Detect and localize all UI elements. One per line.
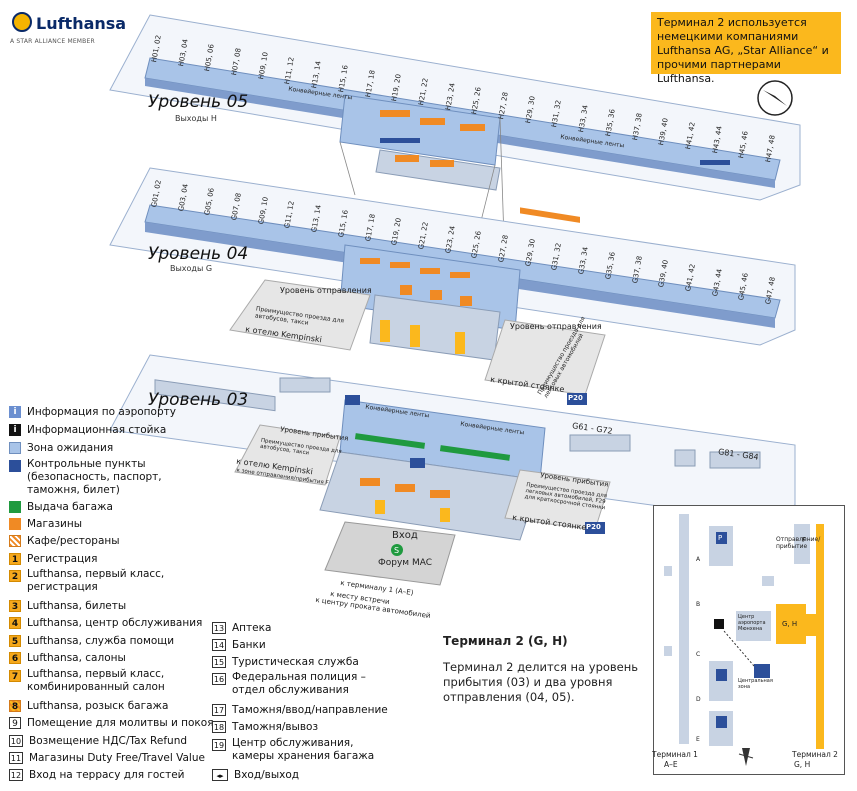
combined-lounge-icon: 7 [9, 670, 21, 682]
tickets-icon: 3 [9, 600, 21, 612]
inset-terminal1: Терминал 1 [652, 750, 698, 759]
airport-overview-inset: F Отправление/прибытие G, H Центр аэропо… [652, 505, 845, 775]
checkpoint-swatch [9, 460, 21, 472]
terminal-title: Терминал 2 (G, H) [443, 634, 568, 648]
info-blue-icon: i [9, 406, 21, 418]
arrival-road-left [234, 424, 341, 486]
inset-terminal1-gates: A–E [664, 760, 678, 769]
inset-parking: P [718, 534, 723, 542]
legend-row: Кафе/рестораны [9, 533, 120, 549]
prayer-room-icon: 9 [9, 717, 21, 729]
luggage-storage-icon: 19 [212, 739, 226, 751]
tax-refund-icon: 10 [9, 735, 23, 747]
customs-in-icon: 17 [212, 704, 226, 716]
waiting-area-swatch [9, 442, 21, 454]
terrace-icon: 12 [9, 769, 23, 781]
svg-text:S: S [394, 546, 399, 555]
checkin-icon: 1 [9, 553, 21, 565]
parking-badge-dep: P20 [568, 394, 583, 402]
help-service-icon: 5 [9, 635, 21, 647]
overview-map [664, 514, 824, 766]
federal-police-icon: 16 [212, 673, 226, 685]
inset-letter-b: B [696, 601, 701, 608]
cafe-swatch [9, 535, 21, 547]
legend-row: ◂▸Вход/выход [212, 767, 299, 783]
baggage-claim-swatch [9, 501, 21, 513]
inset-gh: G, H [782, 620, 798, 628]
level-04-title: Уровень 04 [148, 244, 249, 264]
level-05-subtitle: Выходы H [175, 114, 217, 123]
inset-letter-a: A [696, 556, 701, 563]
first-class-checkin-icon: 2 [9, 570, 21, 582]
legend-row: Магазины [9, 516, 82, 532]
departure-road-left [229, 279, 371, 351]
terminal-note: Терминал 2 используется немецкими компан… [651, 12, 841, 85]
legend-row: Зона ожидания [9, 440, 113, 456]
level-04-subtitle: Выходы G [170, 264, 213, 273]
forum-mac [324, 521, 456, 586]
tourist-service-icon: 15 [212, 656, 226, 668]
parking-badge-arr: P20 [586, 523, 601, 531]
level-03-title: Уровень 03 [148, 390, 249, 410]
inset-center: Центр аэропорта Мюнхена [738, 614, 766, 632]
pharmacy-icon: 13 [212, 622, 226, 634]
duty-free-icon: 11 [9, 752, 23, 764]
service-center-icon: 4 [9, 617, 21, 629]
lost-baggage-icon: 8 [9, 700, 21, 712]
inset-f: F [802, 536, 807, 544]
entrance-label: Вход [392, 530, 418, 541]
legend-row: Выдача багажа [9, 499, 113, 515]
entrance-exit-icon: ◂▸ [212, 769, 228, 781]
s-bahn-icon [391, 544, 403, 556]
inset-central-zone: Центральная зона [738, 678, 773, 690]
info-desk-icon: i [9, 424, 21, 436]
inset-terminal2: Терминал 2 [792, 750, 838, 759]
inset-letter-c: C [696, 651, 701, 658]
inset-terminal2-gates: G, H [794, 760, 811, 769]
brand-tagline: A STAR ALLIANCE MEMBER [10, 38, 95, 45]
inset-letter-d: D [696, 696, 701, 703]
inset-departure-arrival: Отправление/прибытие [776, 536, 821, 550]
brand-name: Lufthansa [36, 14, 127, 33]
departure-level-left: Уровень отправления [280, 286, 372, 295]
forum-label: Форум MAC [378, 558, 432, 568]
compass-north-icon [757, 80, 793, 116]
shops-swatch [9, 518, 21, 530]
lufthansa-logo-icon [12, 12, 32, 32]
legend-row: Контрольные пункты (безопасность, паспор… [9, 458, 162, 498]
departure-level-right: Уровень отправления [510, 322, 602, 331]
lounge-icon: 6 [9, 652, 21, 664]
bank-icon: 14 [212, 639, 226, 651]
customs-out-icon: 18 [212, 721, 226, 733]
terminal-description: Терминал 2 делится на уровень прибытия (… [443, 660, 639, 704]
inset-letter-e: E [696, 736, 700, 743]
level-05-title: Уровень 05 [148, 92, 249, 112]
